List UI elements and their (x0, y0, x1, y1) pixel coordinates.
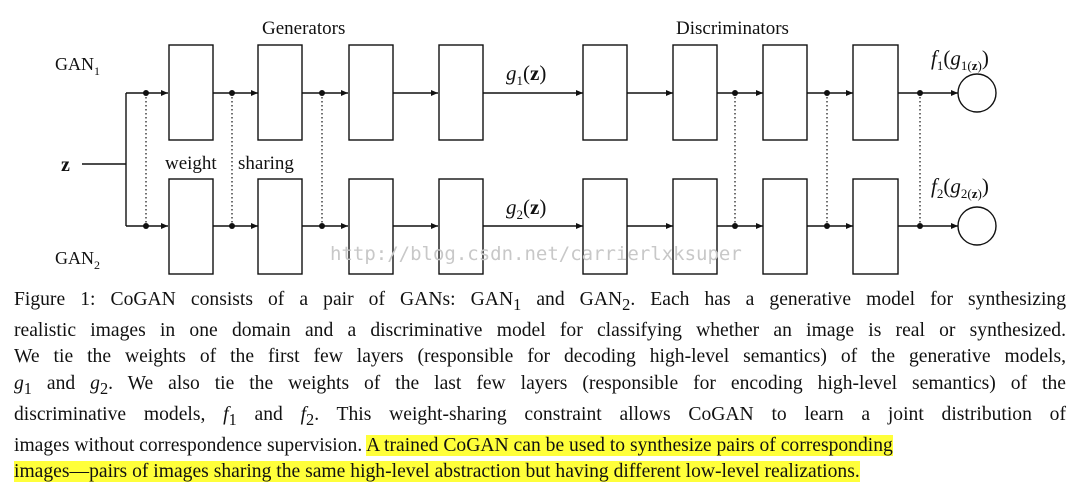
weight-label: weight (165, 153, 217, 174)
cogan-diagram: Generators Discriminators GAN1 GAN2 z we… (55, 18, 997, 275)
gan2-gen-layer (348, 178, 394, 275)
caption-line-7: images—pairs of images sharing the same … (14, 459, 1066, 485)
gan1-gen-layer (168, 44, 214, 141)
discriminator1-layers (582, 44, 899, 141)
highlighted-text: images—pairs of images sharing the same … (14, 460, 860, 482)
gan1-dis-layer (762, 44, 808, 141)
g2-output-label: g2(z) (506, 195, 546, 222)
gan2-gen-layer (438, 178, 484, 275)
gan2-output-node (957, 206, 997, 246)
f1-output-label: f1(g1(z)) (931, 46, 989, 73)
caption-line-3: We tie the weights of the first few laye… (14, 346, 1066, 368)
discriminators-heading: Discriminators (676, 18, 789, 39)
caption-line-4: g1 and g2. We also tie the weights of th… (14, 372, 1066, 398)
gan2-dis-layer (762, 178, 808, 275)
gan2-gen-layer (168, 178, 214, 275)
generators-heading: Generators (262, 18, 345, 39)
caption-line-6: images without correspondence supervisio… (14, 434, 893, 456)
gan1-gen-layer (438, 44, 484, 141)
caption-line-5: discriminative models, f1 and f2. This w… (14, 403, 1066, 429)
g1-output-label: g1(z) (506, 61, 546, 88)
z-input-label: z (61, 154, 70, 176)
caption-line-1: Figure 1: CoGAN consists of a pair of GA… (14, 289, 1066, 314)
f2-output-label: f2(g2(z)) (931, 174, 989, 201)
gan2-dis-layer (582, 178, 628, 275)
highlighted-text: A trained CoGAN can be used to synthesiz… (366, 434, 893, 456)
gan2-label: GAN2 (55, 248, 100, 272)
gan1-label: GAN1 (55, 54, 100, 78)
gan2-dis-layer (672, 178, 718, 275)
generator1-layers (168, 44, 484, 141)
generator2-layers (168, 178, 484, 275)
junction-dots (143, 90, 923, 229)
gan1-gen-layer (257, 44, 303, 141)
gan1-output-node (957, 73, 997, 113)
gan1-dis-layer (672, 44, 718, 141)
gan1-dis-layer (582, 44, 628, 141)
sharing-label: sharing (238, 153, 294, 174)
figure-caption: Figure 1: CoGAN consists of a pair of GA… (14, 287, 1066, 485)
discriminator2-layers (582, 178, 899, 275)
watermark: http://blog.csdn.net/carrierlxksuper (330, 243, 742, 265)
gan2-gen-layer (257, 178, 303, 275)
gan2-dis-layer (852, 178, 899, 275)
gan1-gen-layer (348, 44, 394, 141)
gan1-dis-layer (852, 44, 899, 141)
caption-line-2: realistic images in one domain and a dis… (14, 320, 1066, 342)
